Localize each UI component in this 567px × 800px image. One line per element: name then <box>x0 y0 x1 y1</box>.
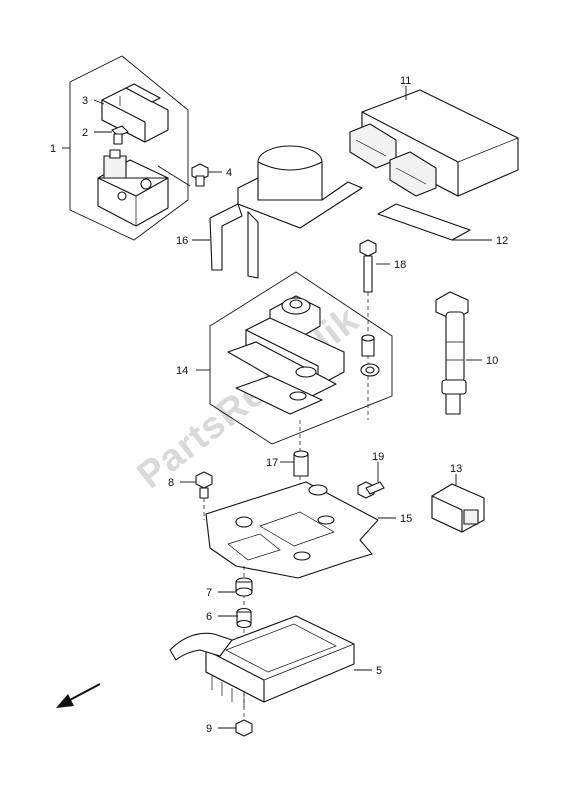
callout-2: 2 <box>82 127 88 139</box>
starter-relay-group <box>69 55 191 241</box>
bolt-9[interactable] <box>235 719 253 737</box>
bolt-19[interactable] <box>357 481 385 499</box>
callout-7: 7 <box>206 587 212 599</box>
group-1-frame <box>69 55 189 241</box>
callout-5: 5 <box>376 665 382 677</box>
ecm-11[interactable] <box>349 89 519 197</box>
fuse[interactable] <box>111 125 129 145</box>
starter-relay[interactable] <box>97 149 169 227</box>
callout-16: 16 <box>176 235 188 247</box>
lean-angle-sensor[interactable] <box>227 295 345 415</box>
relay-cover[interactable] <box>101 83 169 143</box>
spacer-17[interactable] <box>293 450 309 477</box>
callout-18: 18 <box>394 259 406 271</box>
callout-10: 10 <box>486 355 498 367</box>
callout-12: 12 <box>496 235 508 247</box>
sensor-13[interactable] <box>431 483 485 533</box>
callout-13: 13 <box>450 463 462 475</box>
coil-10[interactable] <box>435 291 469 415</box>
callout-14: 14 <box>176 365 188 377</box>
callout-19: 19 <box>372 451 384 463</box>
callout-6: 6 <box>206 611 212 623</box>
callout-11: 11 <box>400 75 411 87</box>
tape-12[interactable] <box>377 203 471 241</box>
callouts: 1 2 3 4 5 6 7 8 9 10 11 12 13 14 15 16 1 <box>50 75 508 735</box>
front-direction-arrow-icon <box>56 683 101 708</box>
bracket-16[interactable] <box>209 145 363 279</box>
bolt-8[interactable] <box>195 471 213 499</box>
spacer-14a[interactable] <box>360 334 380 377</box>
callout-1: 1 <box>50 143 56 155</box>
grommet-7[interactable] <box>235 577 253 597</box>
callout-9: 9 <box>206 723 212 735</box>
callout-17: 17 <box>266 457 278 469</box>
callout-4: 4 <box>226 167 232 179</box>
regulator-5[interactable] <box>169 615 355 708</box>
callout-15: 15 <box>400 513 412 525</box>
group-14-frame <box>209 271 393 445</box>
collar-6[interactable] <box>236 607 252 629</box>
bolt-4[interactable] <box>191 163 209 187</box>
bolt-18[interactable] <box>359 239 377 293</box>
callout-8: 8 <box>168 477 174 489</box>
callout-3: 3 <box>82 95 88 107</box>
sensor-group-14 <box>209 271 393 445</box>
plate-15[interactable] <box>205 481 379 579</box>
